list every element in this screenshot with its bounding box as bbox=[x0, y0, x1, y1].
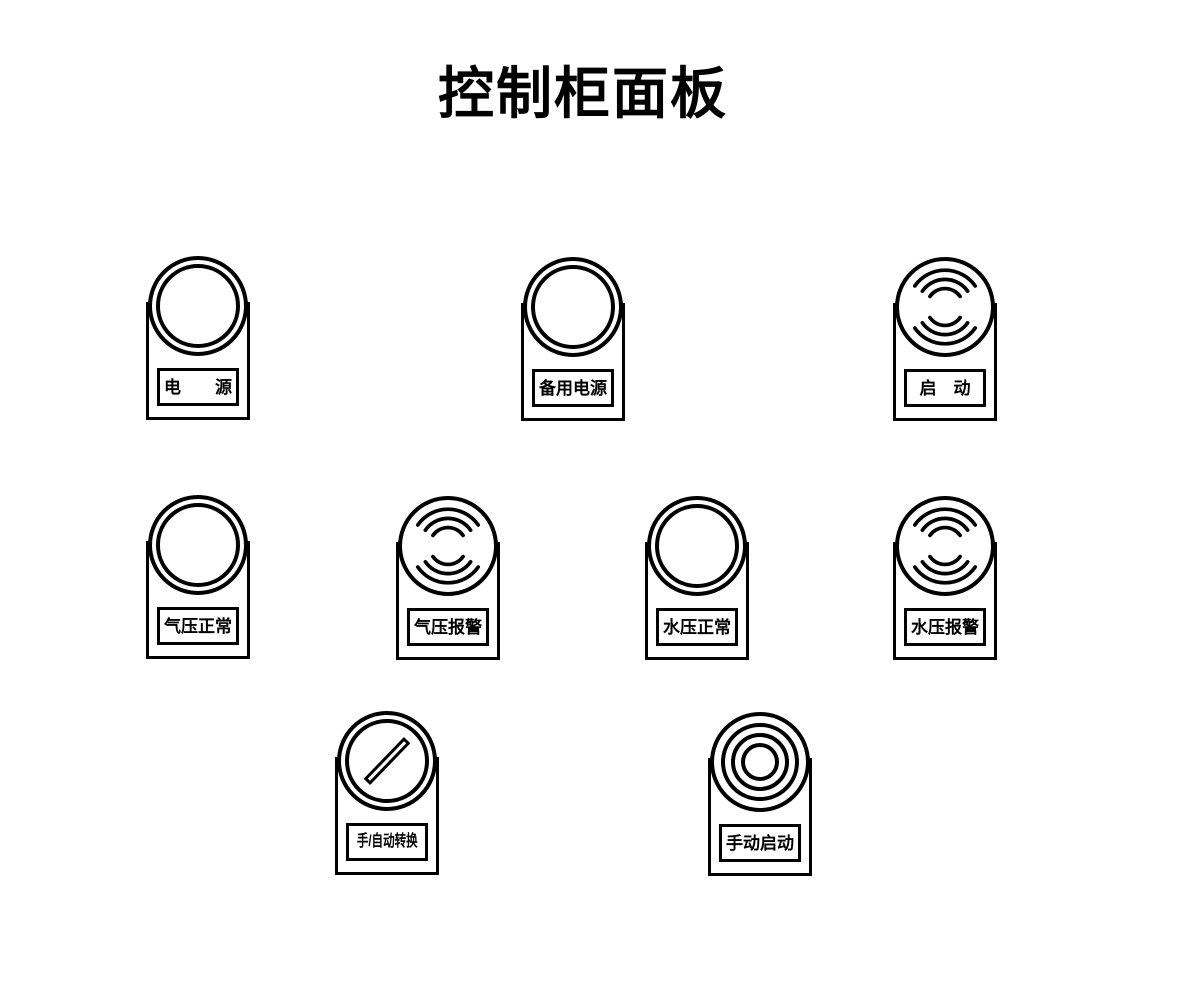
unit-label: 启 动 bbox=[919, 378, 971, 398]
lamp-circle-icon bbox=[523, 257, 623, 357]
unit-symbol bbox=[895, 257, 995, 357]
lamp-circle-icon bbox=[647, 496, 747, 596]
unit-symbol bbox=[148, 495, 248, 595]
unit-start: 启 动 bbox=[893, 257, 997, 421]
sounder-circle-icon bbox=[895, 257, 995, 357]
unit-label: 电 源 bbox=[164, 377, 232, 397]
unit-water-pressure-alarm: 水压报警 bbox=[893, 496, 997, 660]
sounder-circle-icon bbox=[398, 496, 498, 596]
lamp-inner-ring bbox=[156, 503, 240, 587]
unit-manual-auto-switch: 手/自动转换 bbox=[335, 711, 439, 875]
unit-label: 气压报警 bbox=[414, 617, 482, 637]
sound-waves-icon bbox=[912, 507, 978, 585]
unit-label-box: 启 动 bbox=[904, 369, 986, 407]
button-ring bbox=[721, 723, 799, 801]
lamp-inner-ring bbox=[655, 504, 739, 588]
unit-label-box: 手/自动转换 bbox=[346, 823, 428, 861]
unit-power: 电 源 bbox=[146, 256, 250, 420]
unit-label-box: 水压正常 bbox=[656, 608, 738, 646]
unit-label-box: 电 源 bbox=[157, 368, 239, 406]
unit-label: 备用电源 bbox=[539, 378, 607, 398]
button-ring bbox=[741, 743, 779, 781]
switch-inner-ring bbox=[345, 719, 429, 803]
sound-waves-icon bbox=[912, 268, 978, 346]
unit-water-pressure-normal: 水压正常 bbox=[645, 496, 749, 660]
sound-waves-icon bbox=[415, 507, 481, 585]
lamp-circle-icon bbox=[148, 256, 248, 356]
unit-label: 手动启动 bbox=[726, 833, 794, 853]
unit-symbol bbox=[148, 256, 248, 356]
unit-symbol bbox=[895, 496, 995, 596]
unit-symbol bbox=[647, 496, 747, 596]
switch-circle-icon bbox=[337, 711, 437, 811]
button-ring bbox=[731, 733, 789, 791]
unit-label: 气压正常 bbox=[164, 616, 232, 636]
unit-manual-start: 手动启动 bbox=[708, 712, 812, 876]
unit-label: 手/自动转换 bbox=[356, 833, 418, 850]
sounder-circle-icon bbox=[895, 496, 995, 596]
unit-air-pressure-alarm: 气压报警 bbox=[396, 496, 500, 660]
unit-label: 水压报警 bbox=[911, 617, 979, 637]
push-button-rings-icon bbox=[710, 712, 810, 812]
unit-backup-power: 备用电源 bbox=[521, 257, 625, 421]
unit-label-box: 备用电源 bbox=[532, 369, 614, 407]
diagram-title: 控制柜面板 bbox=[438, 61, 728, 127]
unit-symbol bbox=[710, 712, 810, 812]
unit-label-box: 气压正常 bbox=[157, 607, 239, 645]
unit-symbol bbox=[523, 257, 623, 357]
unit-symbol bbox=[398, 496, 498, 596]
lamp-inner-ring bbox=[156, 264, 240, 348]
unit-label-box: 水压报警 bbox=[904, 608, 986, 646]
unit-label: 水压正常 bbox=[663, 617, 731, 637]
lamp-circle-icon bbox=[148, 495, 248, 595]
unit-label-box: 手动启动 bbox=[719, 824, 801, 862]
unit-label-box: 气压报警 bbox=[407, 608, 489, 646]
unit-air-pressure-normal: 气压正常 bbox=[146, 495, 250, 659]
lamp-inner-ring bbox=[531, 265, 615, 349]
unit-symbol bbox=[337, 711, 437, 811]
